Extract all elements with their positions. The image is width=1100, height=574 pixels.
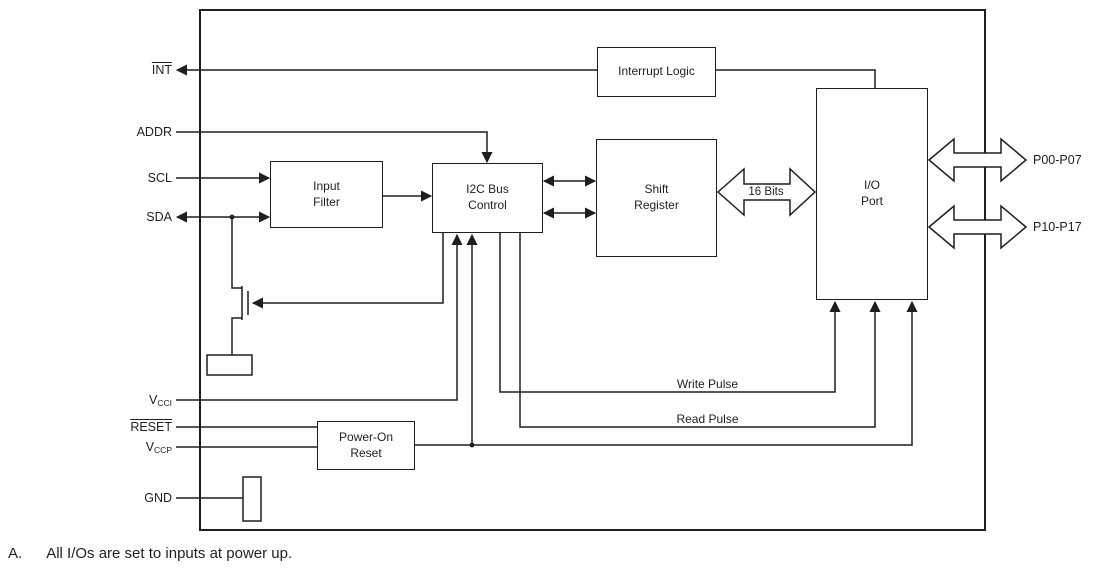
por-to-ioport-wire — [415, 300, 918, 446]
junction-dot-por — [469, 442, 475, 448]
pin-label-addr: ADDR — [136, 125, 172, 139]
pin-vcci-sub: CCI — [157, 398, 172, 408]
port-label-p10-p17: P10-P17 — [1033, 220, 1082, 234]
pin-label-int: INT — [60, 62, 172, 78]
vcci-wire — [176, 233, 463, 401]
pin-label-vcci: VCCI — [60, 392, 172, 411]
pin-reset-text: RESET — [130, 420, 172, 434]
pin-vccp-sub: CCP — [154, 445, 172, 455]
footnote-marker: A. — [8, 545, 23, 562]
junction-dot-sda — [229, 214, 235, 220]
pin-int-text: INT — [151, 63, 172, 77]
block-interrupt-logic: Interrupt Logic — [597, 47, 716, 97]
block-io-port: I/O Port — [816, 88, 928, 300]
read-pulse-label: Read Pulse — [676, 412, 739, 426]
sda-pulldown-wire — [231, 217, 243, 355]
pin-label-gnd: GND — [144, 491, 172, 505]
block-power-on-reset: Power-On Reset — [317, 421, 415, 470]
int-wire — [175, 64, 876, 88]
pin-label-scl: SCL — [147, 171, 172, 185]
pulldown-box — [206, 354, 253, 376]
pin-vccp-base: V — [145, 440, 155, 454]
port1-arrow — [927, 204, 1028, 250]
gate-drive-wire — [251, 233, 444, 309]
read-pulse-wire — [519, 233, 881, 428]
addr-wire — [176, 131, 493, 164]
footnote: A. All I/Os are set to inputs at power up… — [8, 545, 292, 562]
block-input-filter: Input Filter — [270, 161, 383, 228]
pin-label-sda: SDA — [146, 210, 172, 224]
block-i2c-bus-control: I2C Bus Control — [432, 163, 543, 233]
port-label-p00-p07: P00-P07 — [1033, 153, 1082, 167]
footnote-text: All I/Os are set to inputs at power up. — [46, 545, 293, 562]
write-pulse-label: Write Pulse — [676, 377, 739, 391]
pin-label-vccp: VCCP — [60, 439, 172, 458]
pin-vcci-base: V — [149, 393, 158, 407]
bus-16bit-arrow — [716, 167, 817, 217]
write-pulse-wire — [499, 233, 841, 393]
bus-width-label: 16 Bits — [748, 186, 784, 198]
chip-boundary — [199, 9, 986, 531]
pin-label-reset: RESET — [60, 419, 172, 435]
port0-arrow — [927, 137, 1028, 183]
gnd-box — [242, 476, 262, 522]
block-shift-register: Shift Register — [596, 139, 717, 257]
